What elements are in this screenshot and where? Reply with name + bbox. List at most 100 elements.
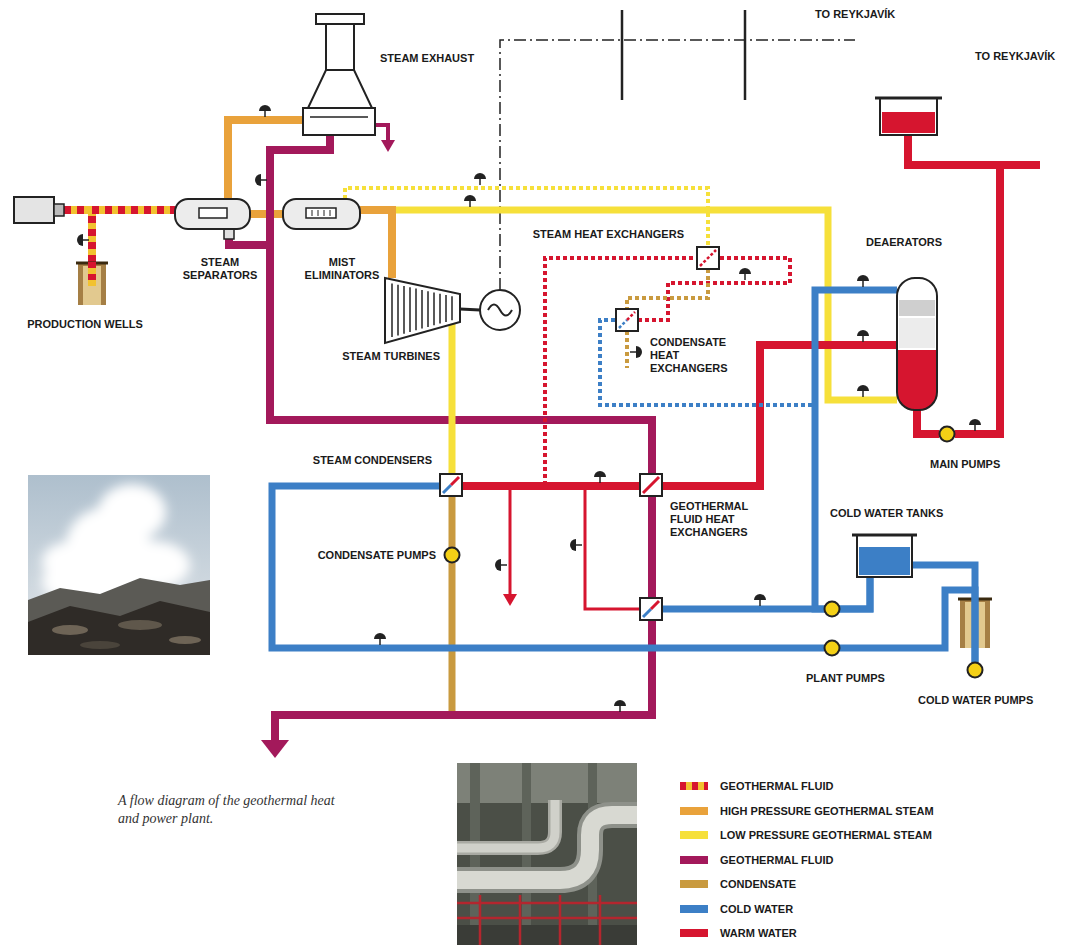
pump-symbol xyxy=(825,641,840,656)
power-line xyxy=(500,40,855,290)
plant-component: COLD WATER TANKS xyxy=(857,535,912,577)
pipe-line xyxy=(600,320,870,609)
pipe-connector xyxy=(627,269,708,309)
pipe-connector xyxy=(600,320,870,609)
valve-symbol xyxy=(77,234,89,246)
plant-component: STEAM EXHAUST xyxy=(303,75,375,135)
heat-exchanger-symbol xyxy=(640,474,662,620)
pipe-line xyxy=(92,210,175,262)
component-label: MAIN PUMPS xyxy=(930,458,1000,471)
valve-symbol xyxy=(857,275,869,287)
pipe-line xyxy=(917,410,939,434)
deaerator-vessel xyxy=(897,278,937,410)
valve-symbol xyxy=(474,173,486,185)
pump-symbol xyxy=(940,427,955,442)
separator-drum xyxy=(175,199,250,229)
component-label: STEAM EXHAUST xyxy=(380,52,474,65)
generator xyxy=(460,290,520,330)
component-label: PLANT PUMPS xyxy=(806,672,885,685)
plant-interior-photo xyxy=(457,800,555,848)
valve-symbol xyxy=(594,471,606,483)
heat-exchanger-symbol xyxy=(640,598,662,620)
heat-exchanger-symbol xyxy=(616,309,638,331)
exhaust-stack xyxy=(316,14,364,24)
component-label: STEAM SEPARATORS xyxy=(180,256,260,282)
tank-symbol xyxy=(852,534,917,537)
turbine-symbol xyxy=(415,289,417,331)
eliminator-drum xyxy=(306,208,336,218)
legend-text: LOW PRESSURE GEOTHERMAL STEAM xyxy=(720,828,932,842)
plant-component: CONDENSATE HEAT EXCHANGERS xyxy=(616,309,638,331)
well-symbol xyxy=(78,262,106,305)
heat-exchanger-symbol xyxy=(697,247,719,269)
valve-symbol xyxy=(614,700,626,712)
wellhead xyxy=(54,204,64,216)
geyser-photo xyxy=(118,620,162,630)
district-heating-supply xyxy=(908,135,1040,165)
component-label: STEAM HEAT EXCHANGERS xyxy=(533,228,684,241)
power-line xyxy=(500,10,855,290)
deaerator-vessel xyxy=(899,318,935,348)
pipe-connector xyxy=(840,590,975,662)
pipe-line xyxy=(449,324,456,474)
eliminator-drum xyxy=(283,199,360,229)
plant-component: PRODUCTION WELLS xyxy=(78,262,106,305)
pipe-line xyxy=(229,229,652,474)
legend-swatch xyxy=(680,905,708,913)
heat-exchanger-symbol xyxy=(697,247,719,269)
pump-symbol xyxy=(968,663,983,678)
geyser-photo xyxy=(28,601,210,655)
plant-component: GEOTHERMAL FLUID HEAT EXCHANGERS xyxy=(640,474,662,620)
pump-symbol xyxy=(825,641,840,656)
pump-symbol xyxy=(825,602,840,617)
exhaust-stack xyxy=(308,70,372,108)
eliminator-drum xyxy=(318,210,319,216)
turbine-symbol xyxy=(391,284,393,338)
geyser-photo xyxy=(28,475,210,655)
plant-component: MAIN PUMPS xyxy=(939,426,955,442)
turbine-symbol xyxy=(421,290,423,329)
plant-interior-photo xyxy=(457,895,637,945)
district-heating-supply xyxy=(880,98,937,135)
district-heating-supply xyxy=(882,112,935,133)
geyser-photo xyxy=(52,625,88,635)
plant-interior-photo xyxy=(457,800,555,848)
valve-symbol xyxy=(739,268,751,280)
plant-interior-photo xyxy=(457,763,637,945)
heat-exchanger-symbol xyxy=(651,601,659,609)
deaerator-vessel xyxy=(899,300,935,316)
pump-symbol xyxy=(444,547,460,563)
turbine-symbol xyxy=(385,278,460,324)
plant-component: PLANT PUMPS xyxy=(824,640,840,656)
legend-text: COLD WATER xyxy=(720,902,793,916)
valve-symbol xyxy=(570,539,582,551)
valve-symbol xyxy=(255,174,267,186)
valve-symbol xyxy=(259,105,271,117)
separator-drum xyxy=(175,199,250,229)
turbine-symbol xyxy=(397,285,399,336)
plant-component: STEAM TURBINES xyxy=(385,278,460,324)
deaerator-vessel xyxy=(897,350,937,410)
turbine-symbol xyxy=(403,286,405,334)
pump-symbol xyxy=(940,427,955,442)
discharge-pipes xyxy=(503,594,517,606)
legend-swatch xyxy=(680,831,708,839)
power-line xyxy=(621,10,624,100)
well-symbol xyxy=(88,262,96,286)
condenser-symbol xyxy=(451,477,459,485)
legend-swatch xyxy=(680,929,708,937)
legend-text: WARM WATER xyxy=(720,926,797,940)
legend-swatch xyxy=(680,880,708,888)
valve-symbol xyxy=(754,594,766,606)
discharge-pipes xyxy=(381,140,395,152)
plant-component: DEAERATORS xyxy=(897,278,937,410)
pipe-connector xyxy=(462,486,640,487)
valve-symbol xyxy=(374,633,386,645)
discharge-pipes xyxy=(509,486,512,596)
condenser-symbol xyxy=(440,474,462,496)
exhaust-stack xyxy=(303,108,375,135)
heat-exchanger-symbol xyxy=(627,312,635,320)
tank-symbol xyxy=(857,535,912,577)
tank-symbol xyxy=(857,535,912,577)
exhaust-stack xyxy=(310,116,368,118)
